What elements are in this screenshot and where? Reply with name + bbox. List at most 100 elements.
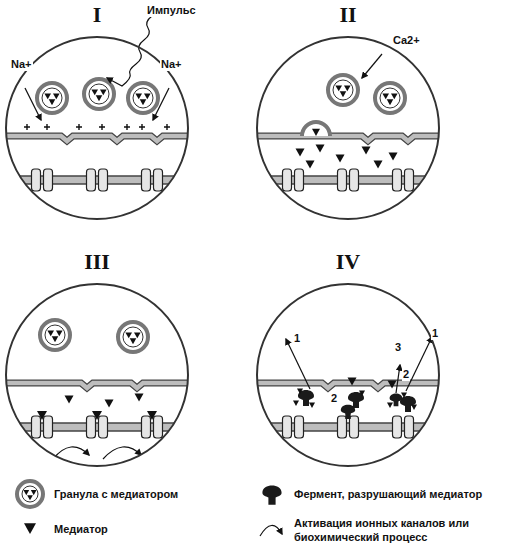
mediator-triangle <box>31 490 37 495</box>
ion-channel <box>338 169 347 191</box>
legend-arc <box>260 525 282 536</box>
mediator-triangle <box>23 490 29 495</box>
fusing-granule <box>302 122 330 136</box>
stage-group <box>5 283 189 467</box>
charge-plus <box>139 124 145 130</box>
enzyme <box>341 405 355 419</box>
callout-number: 2 <box>402 368 410 381</box>
mediator-triangle <box>24 523 36 534</box>
mediator-triangle <box>312 129 320 136</box>
mediator-triangle <box>293 401 299 406</box>
stage-content <box>256 54 440 191</box>
ion-channel <box>99 416 108 438</box>
mediator-triangle <box>52 336 59 342</box>
presynaptic-membrane <box>5 136 189 141</box>
ion-channel <box>393 416 402 438</box>
granule-outer <box>84 79 114 109</box>
ion-channel <box>32 416 41 438</box>
legend-text: Медиатор <box>54 522 254 536</box>
legend-sample <box>24 523 36 534</box>
callout-number: 3 <box>394 341 402 354</box>
ion-channel <box>350 416 359 438</box>
granule-inner <box>133 88 153 108</box>
granule-outer <box>40 320 70 350</box>
stage-circle: I <box>5 2 189 220</box>
mediator-triangle <box>348 377 357 385</box>
mediator-triangle <box>382 93 389 99</box>
presynaptic-membrane <box>256 383 440 388</box>
mediator-triangle <box>144 93 151 99</box>
stage-ground <box>256 283 440 467</box>
mediator-triangle <box>374 160 383 168</box>
charge-plus <box>164 124 170 130</box>
legend-sample <box>17 481 43 507</box>
ion-channel <box>393 169 402 191</box>
mediator-triangle <box>362 146 371 154</box>
ion-channel <box>350 169 359 191</box>
ion-channel <box>87 416 96 438</box>
mediator-triangle <box>49 99 56 105</box>
mediator-triangle <box>389 152 398 160</box>
mediator-triangle <box>359 391 365 396</box>
diffusion-arrow <box>286 339 310 389</box>
legend-text: Гранула с медиатором <box>54 487 254 501</box>
mediator-triangle <box>147 411 157 420</box>
ion-channel <box>295 416 304 438</box>
granule-outer <box>128 83 158 113</box>
mediator-triangle <box>140 99 147 105</box>
circle-outline <box>257 284 439 466</box>
charge-plus <box>76 124 82 130</box>
ion-label: Na+ <box>160 58 183 71</box>
mediator-triangle <box>65 395 74 403</box>
stage-numeral: II <box>256 2 440 28</box>
ion-channel <box>142 416 151 438</box>
mediator-triangle <box>340 91 347 97</box>
ion-channel <box>283 169 292 191</box>
circle-outline <box>257 37 439 219</box>
circle-outline <box>6 37 188 219</box>
mediator-triangle <box>56 330 63 336</box>
mediator-triangle <box>296 148 305 156</box>
ion-channel <box>32 169 41 191</box>
circle-outline <box>6 284 188 466</box>
mediator-triangle <box>105 399 114 407</box>
ion-channel <box>154 169 163 191</box>
stage-content <box>5 79 189 191</box>
granule-outer <box>17 481 43 507</box>
mediator-triangle <box>306 160 315 168</box>
mediator-triangle <box>135 93 142 99</box>
mediator-triangle <box>401 393 407 398</box>
circle-outline-svg <box>5 283 189 467</box>
mediator-triangle <box>411 405 417 410</box>
mediator-triangle <box>53 93 60 99</box>
mediator-triangle <box>297 389 303 394</box>
charge-plus <box>124 124 130 130</box>
enzyme <box>400 396 416 412</box>
granule-inner <box>22 486 38 502</box>
mediator-triangle <box>309 403 315 408</box>
stage-ground <box>5 283 189 467</box>
stage-ground <box>256 36 440 220</box>
mediator-triangle <box>91 89 98 95</box>
mediator-triangle <box>336 154 345 162</box>
granule-inner <box>333 80 353 100</box>
granule-inner <box>42 88 62 108</box>
granule-inner <box>89 84 109 104</box>
ion-channel <box>283 416 292 438</box>
mediator-triangle <box>135 393 144 401</box>
mediator-triangle <box>388 380 397 388</box>
granule-inner <box>380 88 400 108</box>
ion-channel <box>338 416 347 438</box>
mediator-triangle <box>37 411 47 420</box>
charge-plus <box>24 124 30 130</box>
mediator-triangle <box>92 411 102 420</box>
stage-ground <box>5 36 189 220</box>
legend-text: Фермент, разрушающий медиатор <box>294 487 512 501</box>
ion-channel <box>154 416 163 438</box>
ion-label: Ca2+ <box>392 34 421 47</box>
mediator-triangle <box>44 93 51 99</box>
ion-channel <box>99 169 108 191</box>
calcium-arrow <box>362 54 382 78</box>
